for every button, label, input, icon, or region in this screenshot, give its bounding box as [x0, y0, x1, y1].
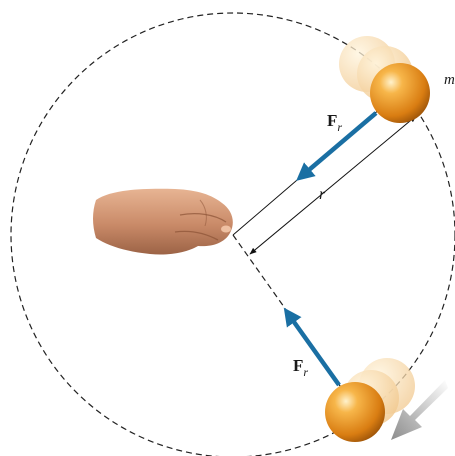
- radius-dimension-arrow: [250, 116, 416, 254]
- ball-icon: [370, 63, 430, 123]
- force-label-lower: Fr: [293, 356, 308, 379]
- force-label-upper: Fr: [327, 111, 342, 134]
- radius-label: r: [319, 186, 326, 203]
- ball-icon-lower: [325, 382, 385, 442]
- hand-icon: [93, 189, 233, 255]
- mass-label: m: [444, 72, 455, 88]
